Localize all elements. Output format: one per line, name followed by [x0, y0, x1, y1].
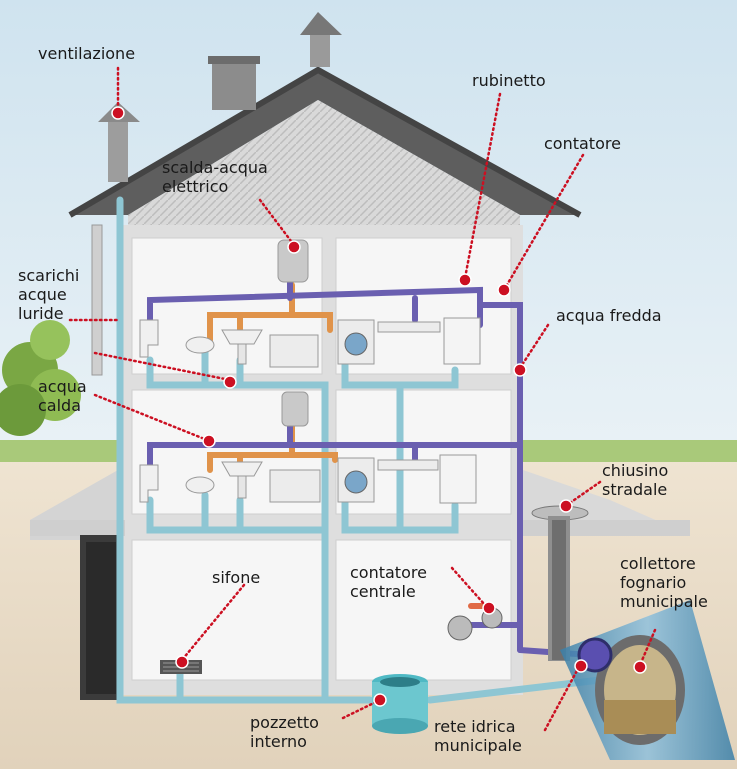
label-rete-idrica-line1: rete idrica [434, 717, 516, 736]
marker-rete-idrica [574, 659, 588, 673]
label-contatore-centrale-line2: centrale [350, 582, 416, 601]
label-chiusino-line2: stradale [602, 480, 668, 499]
marker-rubinetto [458, 273, 472, 287]
label-rete-idrica-line2: municipale [434, 736, 522, 755]
label-scarichi-line3: luride [18, 304, 64, 323]
label-scalda-acqua-line1: scalda-acqua [162, 158, 268, 177]
marker-pozzetto [373, 693, 387, 707]
marker-scalda-acqua [287, 240, 301, 254]
marker-collettore [633, 660, 647, 674]
floor2-fixtures [139, 391, 477, 504]
downspout [91, 224, 103, 376]
label-acqua-calda-line1: acqua [38, 377, 87, 396]
label-collettore-line2: fognario [620, 573, 687, 592]
label-collettore: collettore fognario municipale [616, 553, 712, 612]
label-acqua-fredda: acqua fredda [556, 306, 662, 325]
label-pozzetto: pozzetto interno [246, 712, 323, 752]
marker-sifone [175, 655, 189, 669]
street-valve [531, 505, 589, 661]
label-rubinetto: rubinetto [472, 71, 546, 90]
sewer-pipe [560, 600, 735, 760]
leader-lines [68, 66, 657, 732]
label-collettore-line1: collettore [620, 554, 696, 573]
label-chiusino: chiusino stradale [598, 460, 672, 500]
marker-scarichi [223, 375, 237, 389]
label-acqua-calda: acqua calda [34, 376, 91, 416]
marker-acqua-calda [202, 434, 216, 448]
marker-contatore [497, 283, 511, 297]
label-scalda-acqua-line2: elettrico [162, 177, 229, 196]
tree-left [0, 320, 81, 436]
label-contatore-centrale: contatore centrale [346, 562, 431, 602]
label-acqua-calda-line2: calda [38, 396, 82, 415]
label-scarichi-line1: scarichi [18, 266, 80, 285]
marker-acqua-fredda [513, 363, 527, 377]
label-scalda-acqua: scalda-acqua elettrico [158, 157, 272, 197]
label-pozzetto-line2: interno [250, 732, 307, 751]
label-contatore: contatore [544, 134, 621, 153]
floor1-fixtures [139, 239, 481, 368]
label-scarichi: scarichi acque luride [14, 265, 83, 324]
label-collettore-line3: municipale [620, 592, 708, 611]
label-rete-idrica: rete idrica municipale [430, 716, 526, 756]
label-sifone: sifone [212, 568, 261, 587]
marker-contatore-centrale [482, 601, 496, 615]
label-ventilazione: ventilazione [38, 44, 136, 63]
markers [111, 106, 647, 707]
label-pozzetto-line1: pozzetto [250, 713, 319, 732]
basement-items [160, 603, 503, 734]
label-chiusino-line1: chiusino [602, 461, 669, 480]
label-contatore-centrale-line1: contatore [350, 563, 427, 582]
label-scarichi-line2: acque [18, 285, 67, 304]
marker-chiusino [559, 499, 573, 513]
marker-ventilazione [111, 106, 125, 120]
